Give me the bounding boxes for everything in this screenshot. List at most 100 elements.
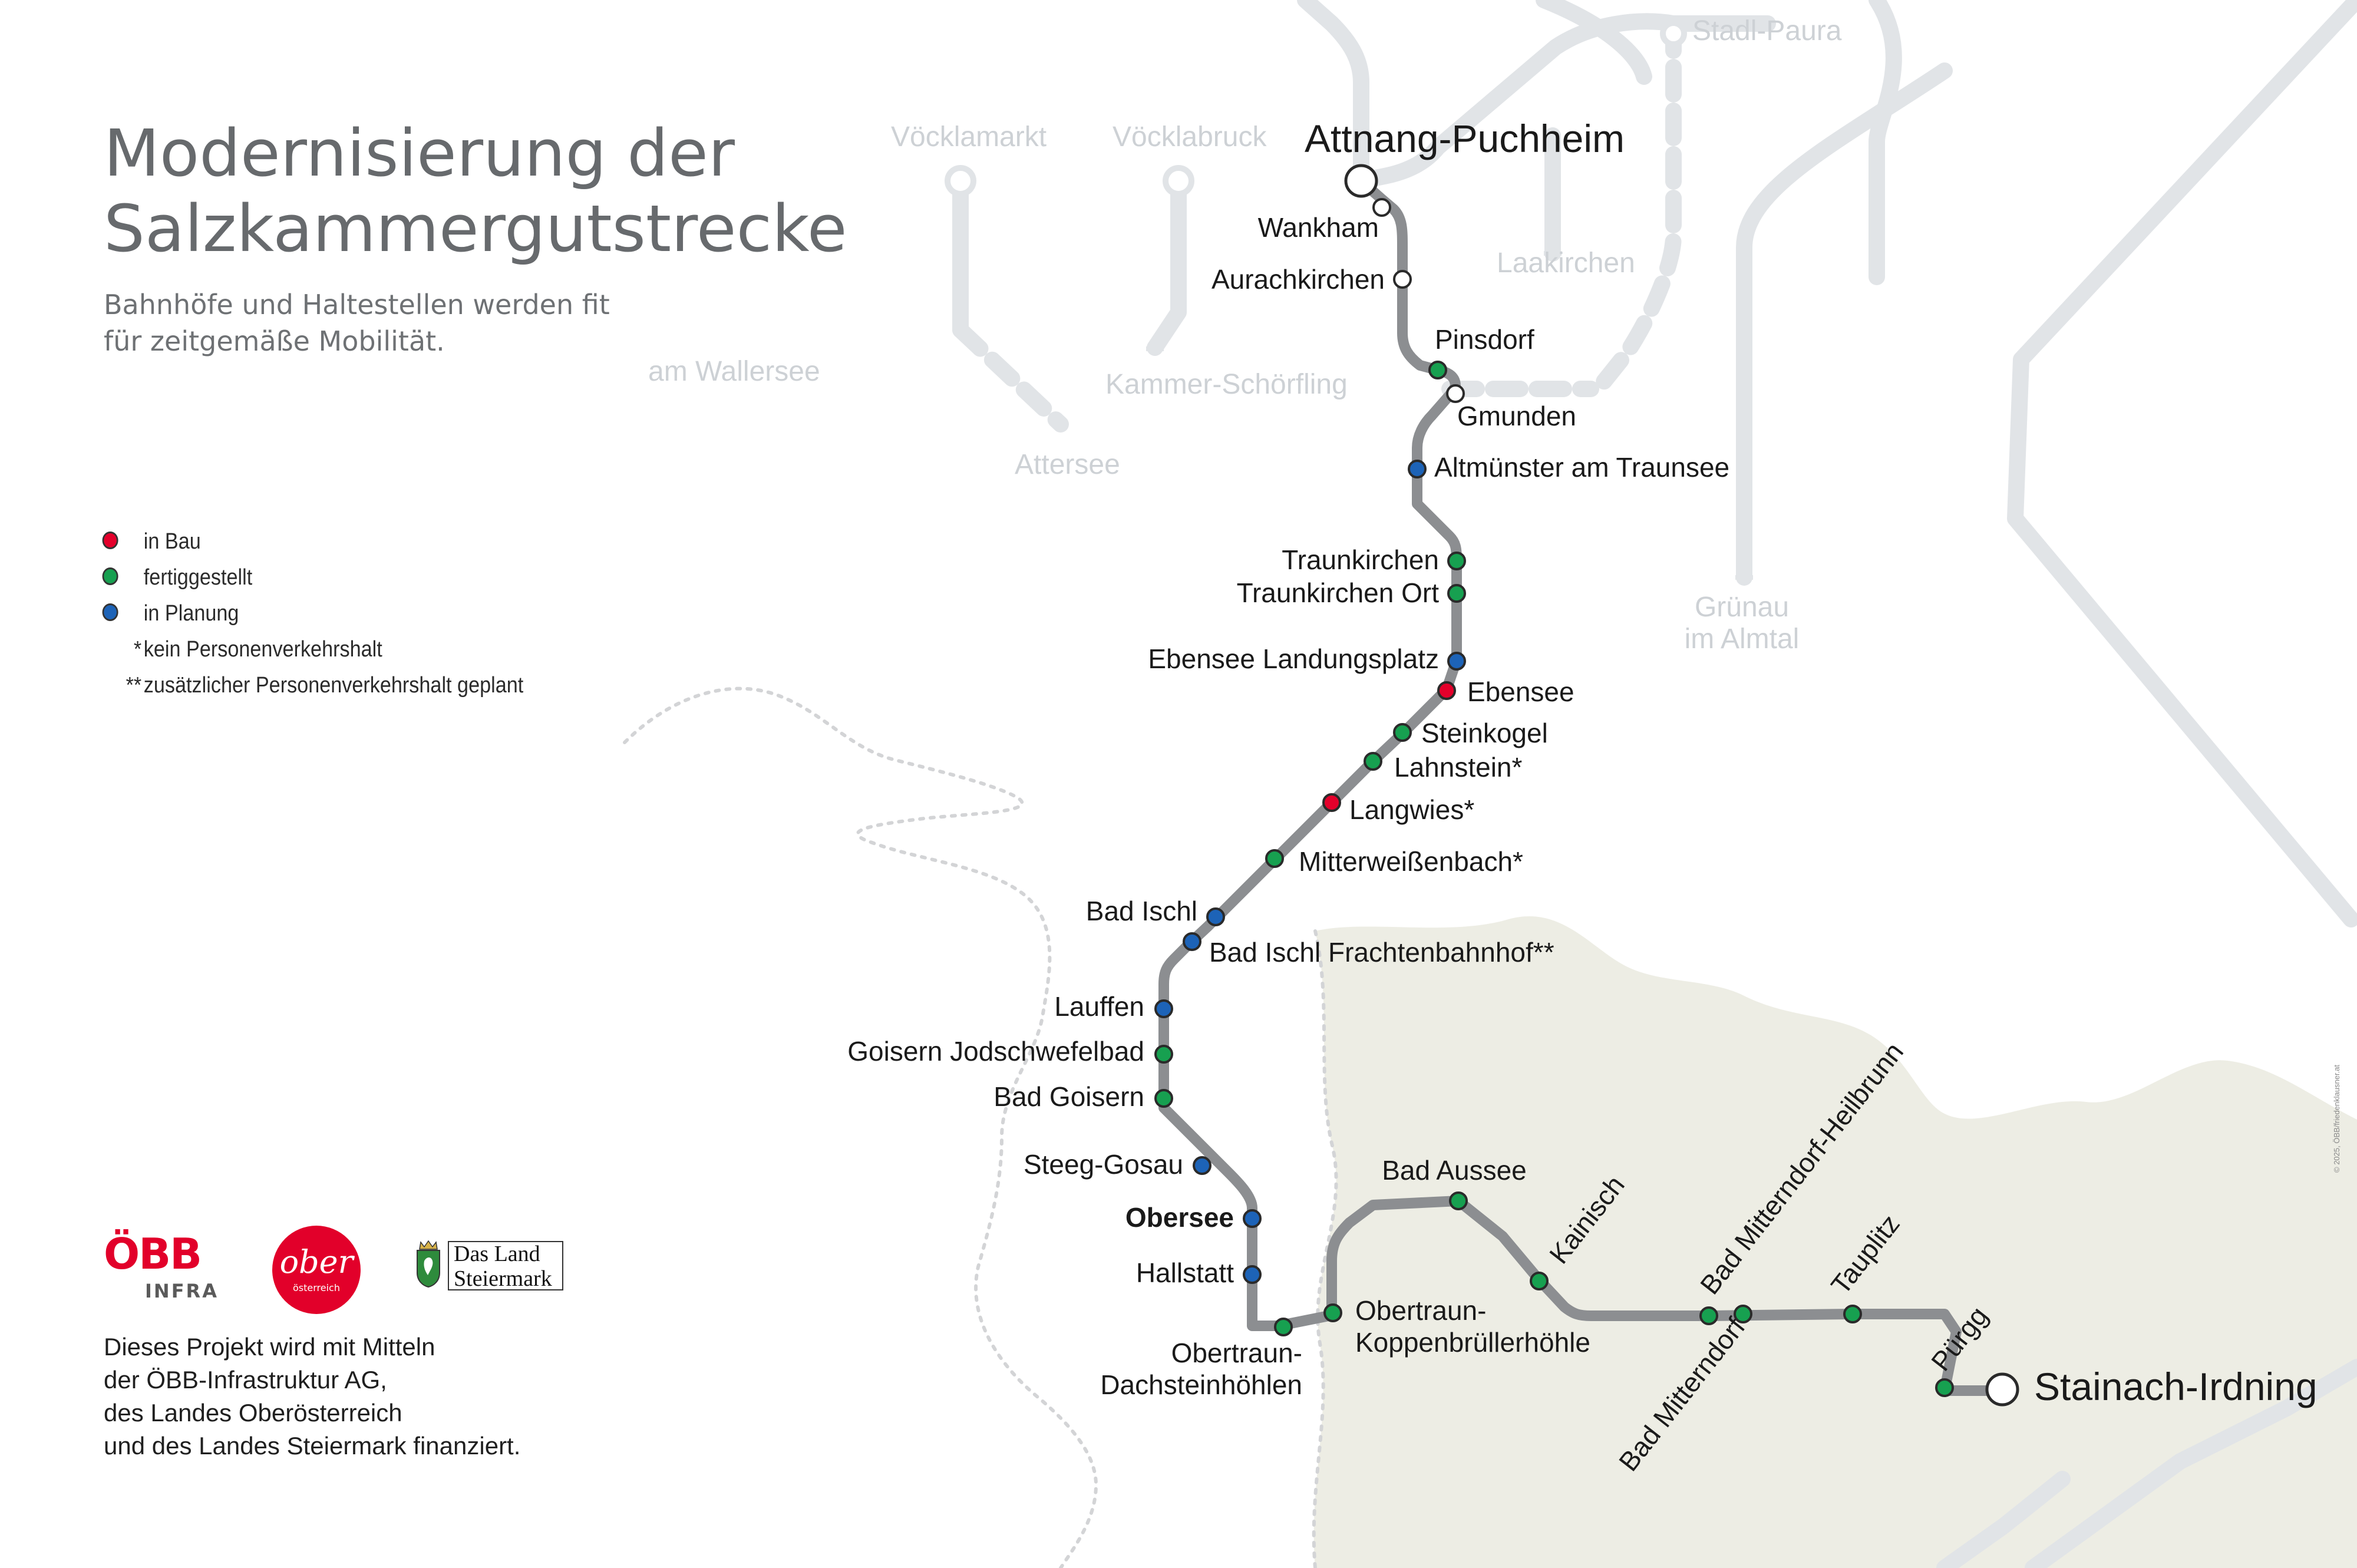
station-label: Obertraun-Koppenbrüllerhöhle	[1355, 1295, 1590, 1358]
station-label: Obertraun-Dachsteinhöhlen	[1100, 1338, 1302, 1400]
station-label: Tauplitz	[1825, 1209, 1906, 1300]
title-line-1: Modernisierung der	[104, 115, 735, 191]
state-border	[623, 686, 1098, 1568]
station-label: Steeg-Gosau	[1024, 1149, 1183, 1180]
station-marker	[1364, 752, 1382, 771]
station-hallstatt: Hallstatt	[1136, 1257, 1262, 1288]
station-label: Bad Aussee	[1382, 1155, 1527, 1186]
station-lauffen: Lauffen	[1054, 991, 1173, 1022]
station-marker	[1243, 1265, 1262, 1284]
bg-label-attersee: Attersee	[1015, 449, 1120, 480]
station-bad-mitterndorf: Bad Mitterndorf	[1613, 1306, 1751, 1477]
station-pinsdorf: Pinsdorf	[1428, 324, 1534, 379]
station-steeg-gosau: Steeg-Gosau	[1024, 1149, 1211, 1180]
bg-label-wallersee: am Wallersee	[648, 356, 820, 387]
legend-note-1-text: kein Personenverkehrshalt	[143, 637, 382, 662]
station-marker	[1447, 584, 1466, 603]
station-marker	[1447, 552, 1466, 570]
steiermark-line-2: Steiermark	[454, 1266, 552, 1291]
station-label: Lauffen	[1054, 991, 1144, 1022]
station-bad-mitterndorf-heilbrunn: Bad Mitterndorf-Heilbrunn	[1694, 1036, 1909, 1323]
steiermark-line-1: Das Land	[454, 1242, 540, 1266]
station-aurachkirchen: Aurachkirchen	[1211, 264, 1412, 295]
station-label: Wankham	[1258, 212, 1379, 243]
station-marker	[1243, 1209, 1262, 1228]
station-bad-ischl: Bad Ischl	[1086, 896, 1225, 926]
station-traunkirchen: Traunkirchen	[1282, 544, 1466, 575]
station-langwies: Langwies*	[1322, 793, 1474, 825]
station-label: Hallstatt	[1136, 1257, 1234, 1288]
station-label: Goisern Jodschwefelbad	[847, 1036, 1144, 1067]
station-bad-goisern: Bad Goisern	[993, 1081, 1173, 1112]
station-label: Kainisch	[1543, 1170, 1630, 1269]
station-marker	[1428, 361, 1447, 379]
station-obertraun-koppenbrüllerhöhle: Obertraun-Koppenbrüllerhöhle	[1323, 1295, 1590, 1358]
ober-wordmark: ober	[279, 1243, 354, 1280]
station-label: Lahnstein*	[1394, 752, 1522, 783]
station-lahnstein: Lahnstein*	[1364, 752, 1522, 783]
station-kainisch: Kainisch	[1530, 1170, 1630, 1290]
bg-label-kammer-schoerfling: Kammer-Schörfling	[1105, 369, 1348, 400]
station-marker	[1265, 849, 1284, 868]
station-marker	[1393, 723, 1412, 742]
station-marker	[1183, 932, 1201, 951]
station-label: Traunkirchen	[1282, 544, 1439, 575]
station-marker	[1193, 1156, 1211, 1175]
station-label: Bad Mitterndorf	[1613, 1312, 1751, 1477]
legend-note-1-mark: *	[133, 637, 142, 662]
bg-label-laakirchen: Laakirchen	[1497, 247, 1635, 279]
station-mitterweißenbach: Mitterweißenbach*	[1265, 846, 1523, 877]
station-marker	[1843, 1305, 1862, 1323]
funding-note: Dieses Projekt wird mit Mitteln der ÖBB-…	[104, 1331, 520, 1463]
sponsor-logos: ÖBB INFRA ober österreich Das Land Steie…	[104, 1226, 563, 1314]
title-line-2: Salzkammergutstrecke	[104, 191, 847, 266]
station-marker	[1446, 384, 1465, 403]
background-labels: Stadl-Paura Vöcklamarkt Vöcklabruck Laak…	[648, 15, 1842, 655]
red-dot-icon	[102, 532, 118, 549]
station-label: Pürgg	[1925, 1300, 1994, 1376]
copyright-note: © 2025, ÖBB/friedenklausner.at	[2332, 1064, 2341, 1173]
bg-label-voecklabruck: Vöcklabruck	[1113, 121, 1267, 153]
station-marker	[1449, 1191, 1468, 1210]
station-marker	[1393, 270, 1412, 289]
styria-region	[1313, 916, 2357, 1568]
funding-line-4: und des Landes Steiermark finanziert.	[104, 1432, 521, 1460]
page-subtitle: Bahnhöfe und Haltestellen werden fit für…	[104, 286, 610, 359]
subtitle-line-1: Bahnhöfe und Haltestellen werden fit	[104, 289, 610, 321]
station-label: Pinsdorf	[1435, 324, 1534, 355]
station-marker	[1985, 1372, 2019, 1407]
blue-dot-icon	[102, 603, 118, 621]
station-label: Ebensee	[1467, 676, 1574, 707]
station-steinkogel: Steinkogel	[1393, 718, 1548, 748]
station-attnang-puchheim: Attnang-Puchheim	[1305, 117, 1625, 198]
ober-sub-label: österreich	[293, 1282, 340, 1293]
station-marker	[1447, 652, 1466, 671]
station-marker	[1344, 164, 1378, 198]
station-label: Stainach-Irdning	[2034, 1365, 2318, 1408]
station-label: Traunkirchen Ort	[1237, 577, 1440, 608]
station-label: Ebensee Landungsplatz	[1148, 643, 1439, 674]
station-gmunden: Gmunden	[1446, 384, 1576, 431]
station-pürgg: Pürgg	[1925, 1300, 1994, 1397]
station-marker	[1734, 1305, 1752, 1323]
obb-infra-label: INFRA	[145, 1280, 219, 1302]
legend-label-in-planung: in Planung	[143, 601, 239, 626]
station-marker	[1699, 1306, 1718, 1325]
legend-note-2-mark: **	[126, 673, 142, 698]
station-goisern-jodschwefelbad: Goisern Jodschwefelbad	[847, 1036, 1173, 1067]
funding-line-1: Dieses Projekt wird mit Mitteln	[104, 1333, 435, 1361]
page-title: Modernisierung der Salzkammergutstrecke	[104, 115, 847, 266]
station-marker	[1154, 1089, 1173, 1108]
station-marker	[1323, 1303, 1342, 1322]
station-obertraun-dachsteinhöhlen: Obertraun-Dachsteinhöhlen	[1100, 1318, 1302, 1400]
station-marker	[1372, 198, 1391, 217]
station-label: Gmunden	[1457, 401, 1576, 431]
station-label: Mitterweißenbach*	[1299, 846, 1523, 877]
station-traunkirchen-ort: Traunkirchen Ort	[1237, 577, 1466, 608]
station-obersee: Obersee	[1125, 1202, 1262, 1233]
legend-label-in-bau: in Bau	[143, 529, 201, 554]
station-marker	[1935, 1378, 1954, 1397]
